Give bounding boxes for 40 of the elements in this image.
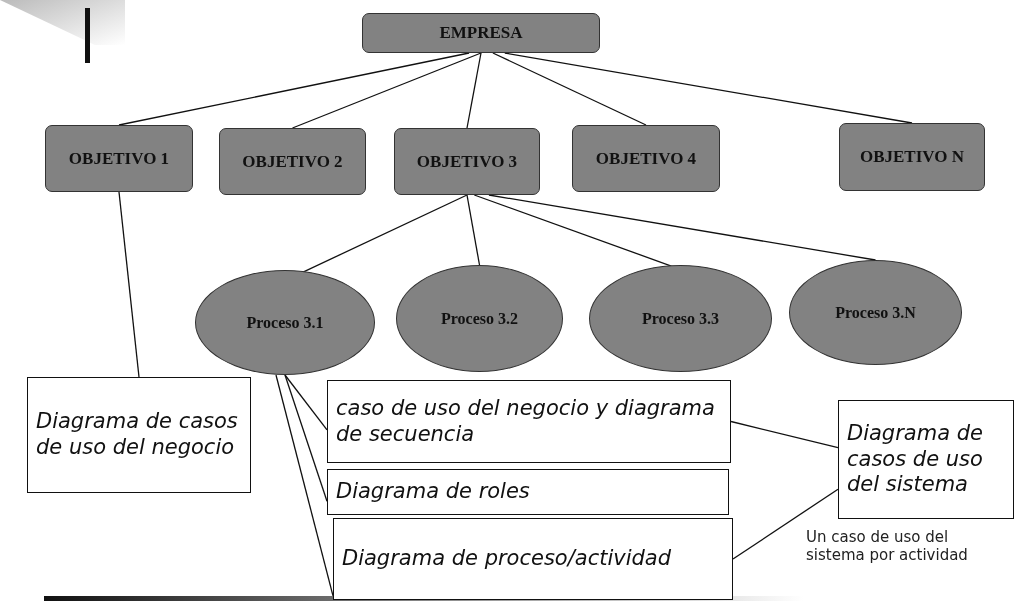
connector-line [284,374,328,431]
node-text: OBJETIVO 3 [415,150,519,173]
node-text: Diagrama de proceso/actividad [342,546,672,572]
connector-line [118,52,470,126]
diagram-box [327,380,731,463]
rounded-box [394,128,540,195]
connector-line [284,374,328,502]
connector-line [488,194,877,261]
note-text: Un caso de uso del sistema por actividad [806,528,969,564]
rounded-box [219,128,366,195]
rounded-box [45,125,193,192]
connector-line [291,52,482,129]
node-text: Diagrama de casos de uso del negocio [36,409,239,461]
connector-line [492,52,647,126]
node-text: OBJETIVO 1 [67,147,171,170]
connector-line [275,374,334,597]
connector-line [730,420,839,449]
node-text: Proceso 3.1 [245,312,325,333]
diagram-box [327,469,729,515]
node-text: Diagrama de casos de uso del sistema [847,421,984,498]
connector-line [466,194,481,266]
node-text: Proceso 3.2 [440,308,519,329]
node-text: OBJETIVO N [858,146,965,168]
node-text: Diagrama de roles [336,479,530,505]
node-text: EMPRESA [438,22,524,44]
node-text: OBJETIVO 4 [594,147,698,170]
connector-line [732,488,839,560]
rounded-box [572,125,720,192]
rounded-box [362,13,600,53]
node-text: OBJETIVO 2 [241,150,344,173]
node-text: caso de uso del negocio y diagrama de secuencia [336,395,716,448]
connector-line [118,191,140,378]
connector-line [504,52,913,124]
node-text: Proceso 3.N [834,302,917,323]
rounded-box [839,123,985,191]
connector-line [466,52,482,129]
diagram-box [333,518,733,600]
node-text: Proceso 3.3 [641,308,720,329]
diagram-box [838,400,1014,519]
diagram-box [27,377,251,493]
